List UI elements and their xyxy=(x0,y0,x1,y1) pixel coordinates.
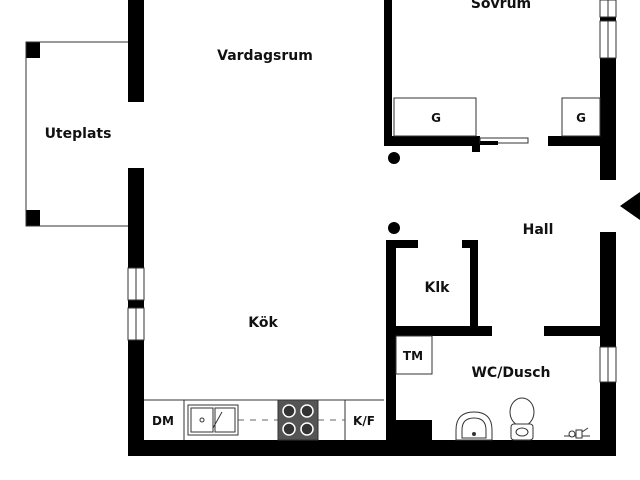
washbasin-icon xyxy=(455,411,493,441)
wall-left-lower xyxy=(128,340,144,456)
wall-bottom xyxy=(128,440,616,456)
stove-icon xyxy=(277,399,319,441)
walls xyxy=(26,0,616,456)
wall-right-upper xyxy=(600,58,616,180)
room-label-hall: Hall xyxy=(523,222,554,238)
wall-closet-left xyxy=(386,240,396,440)
sink-icon xyxy=(187,404,239,436)
room-label-closet: Klk xyxy=(425,280,451,296)
windows xyxy=(127,0,617,383)
kitchen-counter xyxy=(144,399,384,441)
column-lower xyxy=(388,222,400,234)
sliding-door-bedroom xyxy=(479,137,529,145)
toilet-icon xyxy=(509,397,535,441)
patio-post-bottom xyxy=(26,210,40,226)
wall-right-top-segment xyxy=(600,17,616,21)
fixture-label-wardrobe-right: G xyxy=(576,111,586,125)
dryer-box xyxy=(395,335,433,375)
room-label-living-room: Vardagsrum xyxy=(217,48,313,64)
wall-closet-top-left xyxy=(396,240,418,248)
shower-tap-icon xyxy=(564,427,590,439)
room-label-kitchen: Kök xyxy=(248,315,278,331)
fixture-label-dryer: TM xyxy=(403,349,423,363)
wall-right-middle xyxy=(600,232,616,347)
room-label-patio: Uteplats xyxy=(45,126,112,142)
room-label-bathroom: WC/Dusch xyxy=(471,365,550,381)
column-upper xyxy=(388,152,400,164)
fixture-label-dishwasher: DM xyxy=(152,414,174,428)
fixture-label-wardrobe-left: G xyxy=(431,111,441,125)
wall-closet-bottom xyxy=(396,326,492,336)
door-jamb-bedroom xyxy=(472,136,480,152)
room-label-bedroom: Sovrum xyxy=(471,0,531,12)
wall-right-lower xyxy=(600,382,616,456)
wall-bedroom-left xyxy=(384,0,392,146)
wall-closet-right xyxy=(470,240,478,336)
wall-bedroom-bottom-right xyxy=(548,136,608,146)
wall-left-upper xyxy=(128,0,144,102)
wardrobe-right-box xyxy=(561,97,601,137)
wall-left-middle xyxy=(128,168,144,268)
wall-bathroom-corner xyxy=(386,420,432,444)
wall-bathroom-top-right xyxy=(544,326,608,336)
entrance-arrow-icon xyxy=(620,192,640,220)
wardrobe-left-box xyxy=(393,97,477,137)
wall-bedroom-bottom-left xyxy=(384,136,480,146)
patio-outline xyxy=(25,41,128,227)
fixture-label-fridge-freezer: K/F xyxy=(353,414,375,428)
entrance-arrow-shaft xyxy=(632,201,640,211)
wall-left-between-windows xyxy=(128,300,144,308)
patio-post-top xyxy=(26,42,40,58)
